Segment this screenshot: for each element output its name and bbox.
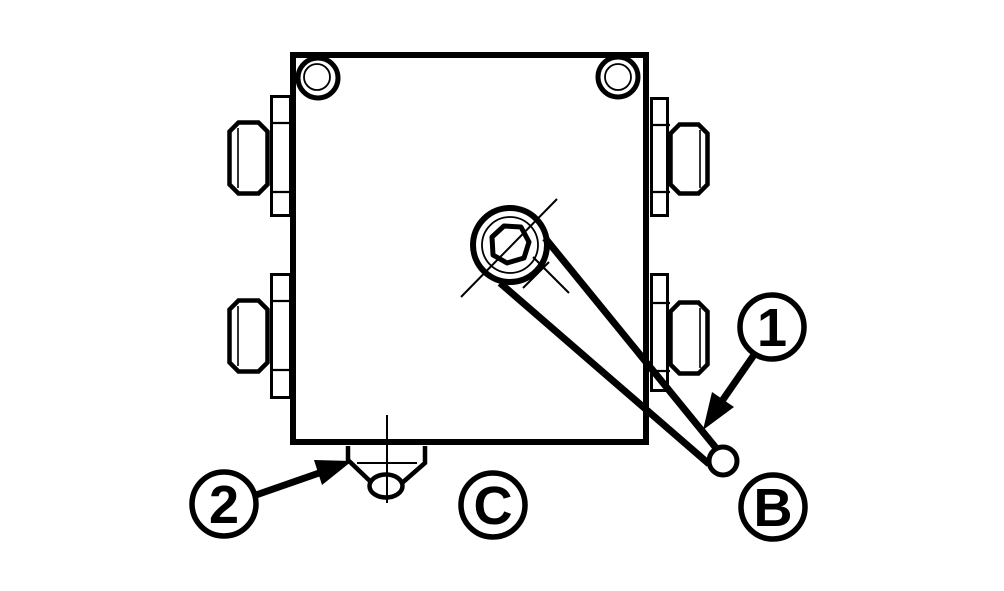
callout-label: B: [754, 478, 793, 538]
mounting-bolt-top-left: [295, 55, 341, 101]
callout-circle: [737, 292, 807, 362]
bolt-head-inner: [303, 63, 331, 91]
callout-circle: [738, 472, 808, 542]
callout-label: C: [474, 476, 513, 536]
lever-socket-line: [522, 261, 550, 289]
port-plug: [227, 298, 270, 374]
fitting-right-edge: [400, 446, 428, 485]
bolt-head-inner: [604, 63, 632, 91]
lever-lower-edge: [497, 280, 712, 467]
callout-label: 1: [757, 298, 787, 358]
callout-circle: [189, 469, 259, 539]
port-right-bottom: [650, 273, 710, 392]
relief-fitting: [345, 415, 428, 503]
valve-body: [290, 52, 649, 445]
arrow-shaft: [719, 350, 759, 403]
lever-upper-edge: [542, 235, 719, 451]
fitting-hidden-left: [352, 463, 370, 480]
callout-label: 2: [209, 475, 239, 535]
callout-2: 2: [189, 469, 259, 539]
leader-arrow-2: [254, 460, 352, 499]
hub-inner-circle: [481, 216, 539, 274]
callout-C: C: [458, 470, 528, 540]
bolt-head-outline: [595, 54, 641, 100]
port-plug: [227, 120, 270, 196]
port-flange: [650, 97, 669, 217]
fitting-hidden-right: [403, 466, 421, 481]
arrow-shaft: [254, 468, 324, 499]
port-plug: [668, 122, 710, 196]
arrow-head: [703, 392, 734, 430]
control-lever: [497, 235, 740, 478]
lever-hidden-edge: [532, 256, 570, 294]
callout-1: 1: [737, 292, 807, 362]
port-plug: [668, 300, 710, 376]
hub-centerline: [460, 198, 558, 298]
lever-ball-end: [706, 444, 740, 478]
hex-socket: [489, 223, 532, 266]
arrow-head: [314, 460, 352, 485]
leader-arrow-1: [703, 350, 759, 430]
callout-circle: [458, 470, 528, 540]
mounting-bolt-top-right: [595, 54, 641, 100]
port-left-top: [227, 95, 292, 217]
port-left-bottom: [227, 273, 292, 399]
callout-B: B: [738, 472, 808, 542]
adjuster-screw-hub: [460, 198, 558, 298]
port-right-top: [650, 97, 710, 217]
port-flange: [270, 273, 292, 399]
hub-outer-circle: [470, 205, 550, 285]
port-flange: [270, 95, 292, 217]
